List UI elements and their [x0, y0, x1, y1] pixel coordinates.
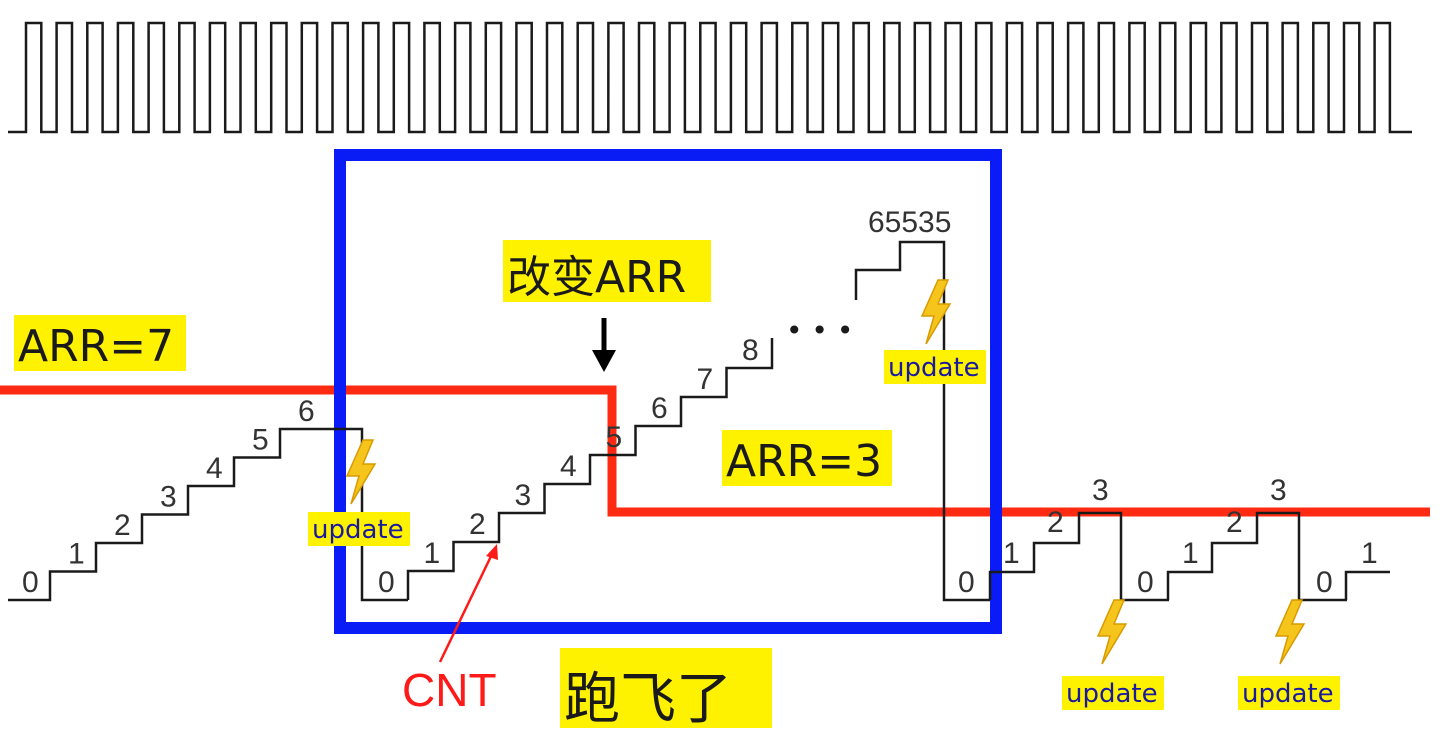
- clock-signal: [8, 21, 1412, 134]
- lightning-bolt-icon: [1096, 599, 1128, 665]
- runaway-count-label-7: 7: [697, 363, 714, 396]
- new-period-2-count-3: 3: [1270, 474, 1287, 507]
- new-period-2-count-1: 1: [1182, 537, 1199, 570]
- new-period-1-count-2: 2: [1047, 506, 1064, 539]
- cnt-pointer-head: [486, 544, 498, 560]
- count-label-3: 3: [160, 481, 177, 514]
- count-label-4: 4: [206, 452, 223, 485]
- lightning-bolt-icon: [1274, 599, 1306, 665]
- runaway-count-label-2: 2: [469, 508, 486, 541]
- count-label-1: 1: [68, 538, 85, 571]
- final-count-1: 1: [1361, 537, 1378, 570]
- arr-reference-line: [0, 385, 1430, 517]
- new-period-1-count-3: 3: [1092, 474, 1109, 507]
- svg-text:update: update: [888, 353, 980, 383]
- svg-text:ARR=3: ARR=3: [726, 436, 882, 487]
- arr-new-label: ARR=3: [722, 430, 892, 487]
- count-label-6: 6: [298, 395, 315, 428]
- runaway-label: 跑飞了: [560, 648, 772, 729]
- update-marker-3: update: [1062, 599, 1164, 710]
- update-marker-4: update: [1238, 599, 1340, 710]
- svg-text:改变ARR: 改变ARR: [507, 252, 686, 303]
- counter-steps-new-period-1: [988, 511, 1169, 602]
- count-label-0: 0: [22, 566, 39, 599]
- runaway-highlight-box: [334, 149, 1002, 634]
- runaway-box: [334, 149, 1002, 634]
- runaway-count-label-6: 6: [651, 392, 668, 425]
- count-label-2: 2: [114, 509, 131, 542]
- change-arr-label: 改变ARR: [503, 240, 711, 303]
- runaway-count-label-0: 0: [378, 566, 395, 599]
- new-period-2-count-2: 2: [1226, 506, 1243, 539]
- runaway-count-label-8: 8: [742, 334, 759, 367]
- svg-text:ARR=7: ARR=7: [18, 321, 174, 372]
- lightning-bolt-icon: [345, 439, 377, 505]
- update-marker-2: update: [884, 279, 986, 384]
- final-count-0: 0: [1316, 566, 1333, 599]
- change-arr-arrow-head: [592, 350, 616, 372]
- overflow-value-label: 65535: [868, 206, 951, 239]
- cnt-pointer-line: [438, 549, 496, 663]
- arr-threshold-line: [0, 385, 1430, 517]
- svg-text:update: update: [1242, 679, 1334, 709]
- svg-text:update: update: [1066, 679, 1158, 709]
- runaway-count-label-1: 1: [424, 537, 441, 570]
- arr-old-label: ARR=7: [14, 315, 186, 372]
- lightning-bolt-icon: [920, 279, 952, 345]
- new-period-1-count-0: 0: [958, 566, 975, 599]
- cnt-label: CNT: [402, 664, 497, 716]
- counter-steps-runaway: [406, 338, 774, 600]
- counter-steps-tail: [1344, 570, 1390, 600]
- counter-steps-new-period-2: [1166, 511, 1347, 602]
- counter-steps-period-1: [8, 427, 408, 602]
- update-marker-1: update: [308, 439, 410, 546]
- clock-waveform: [8, 21, 1412, 134]
- count-label-5: 5: [252, 424, 269, 457]
- svg-text:update: update: [312, 515, 404, 545]
- runaway-count-label-4: 4: [560, 450, 577, 483]
- counter-steps-overflow: [854, 240, 990, 602]
- new-period-2-count-0: 0: [1137, 566, 1154, 599]
- runaway-count-label-3: 3: [515, 479, 532, 512]
- new-period-1-count-1: 1: [1003, 537, 1020, 570]
- runaway-count-label-5: 5: [606, 421, 623, 454]
- svg-text:跑飞了: 跑飞了: [564, 667, 732, 729]
- counter-ellipsis: • • •: [786, 314, 853, 347]
